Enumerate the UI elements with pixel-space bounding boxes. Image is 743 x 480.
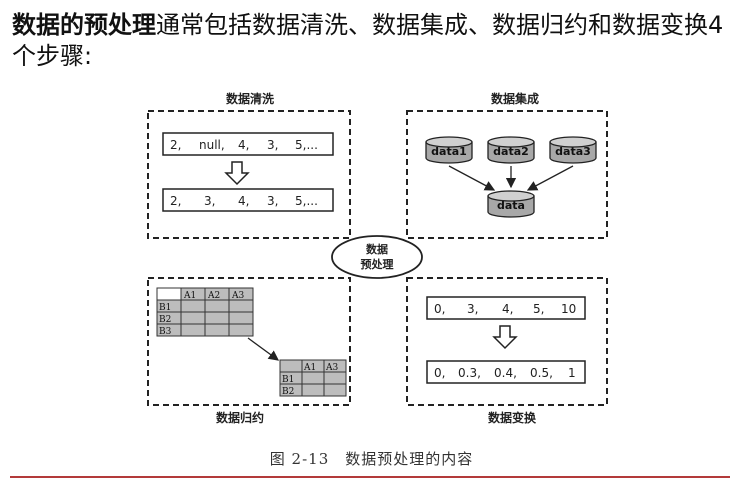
bottom-divider: [10, 476, 730, 478]
reduction-title: 数据归约: [216, 410, 264, 425]
source-db-label: data2: [493, 145, 529, 158]
table-header: A3: [231, 291, 244, 301]
reduction-table-full: [156, 287, 254, 337]
source-db-label: data1: [431, 145, 467, 158]
center-label: 预处理: [361, 257, 394, 271]
transformation-row2-value: 0.3,: [458, 366, 481, 380]
cleaning-row1-value: null,: [199, 138, 225, 152]
integration-title: 数据集成: [491, 91, 539, 106]
reduction-arrow: [247, 337, 280, 361]
cleaning-row1-value: 2,: [170, 138, 181, 152]
table-row-label: B3: [159, 327, 172, 337]
cleaning-down-arrow: [224, 161, 250, 186]
cleaning-row2-value: 5,...: [295, 194, 318, 208]
cleaning-row1-value: 3,: [267, 138, 278, 152]
transformation-row2-value: 1: [568, 366, 576, 380]
target-db-label: data: [497, 199, 525, 212]
database-icon: [487, 190, 535, 218]
transformation-down-arrow: [492, 325, 518, 350]
integration-arrow: [448, 165, 496, 191]
transformation-row2-value: 0.4,: [494, 366, 517, 380]
transformation-row1-value: 4,: [502, 302, 513, 316]
cleaning-row2-value: 3,: [204, 194, 215, 208]
transformation-row1-value: 0,: [434, 302, 445, 316]
cleaning-row2-box: [162, 188, 334, 212]
table-header: A1: [183, 291, 196, 301]
transformation-row1-value: 3,: [467, 302, 478, 316]
table-row-label: B1: [282, 375, 294, 385]
center-ellipse: [331, 235, 423, 279]
source-db-label: data3: [555, 145, 591, 158]
figure-caption: 图 2-13 数据预处理的内容: [269, 450, 474, 468]
transformation-title: 数据变换: [488, 410, 537, 425]
table-header: A1: [303, 363, 316, 373]
cleaning-row2-value: 4,: [238, 194, 249, 208]
database-icon: [425, 136, 473, 164]
transformation-row2-value: 0.5,: [530, 366, 553, 380]
transformation-row2-value: 0,: [434, 366, 445, 380]
transformation-box: [406, 277, 608, 406]
table-header: A2: [207, 291, 220, 301]
database-icon: [487, 136, 535, 164]
table-row-label: B1: [159, 303, 171, 313]
cleaning-row1-value: 4,: [238, 138, 249, 152]
transformation-row1-value: 5,: [533, 302, 544, 316]
cleaning-row1-box: [162, 132, 334, 156]
intro-text: 通常包括数据清洗、数据集成、数据归约和数据变换4个步骤:: [12, 11, 724, 70]
integration-arrow: [526, 165, 574, 191]
table-row-label: B2: [282, 387, 294, 397]
integration-box: [406, 110, 608, 239]
table-row-label: B2: [159, 315, 171, 325]
transformation-row1-box: [426, 296, 586, 320]
cleaning-row2-value: 3,: [267, 194, 278, 208]
intro-paragraph: 数据的预处理通常包括数据清洗、数据集成、数据归约和数据变换4个步骤:: [12, 10, 732, 72]
cleaning-box: [147, 110, 351, 239]
cleaning-row1-value: 5,...: [295, 138, 318, 152]
database-icon: [549, 136, 597, 164]
cleaning-row2-value: 2,: [170, 194, 181, 208]
table-header: A3: [325, 363, 338, 373]
center-label: 数据: [366, 242, 388, 256]
transformation-row2-box: [426, 360, 586, 384]
reduction-box: [147, 277, 351, 406]
cleaning-title: 数据清洗: [226, 91, 274, 106]
reduction-table-reduced: [279, 359, 347, 397]
transformation-row1-value: 10: [561, 302, 576, 316]
intro-bold-term: 数据的预处理: [12, 11, 156, 39]
